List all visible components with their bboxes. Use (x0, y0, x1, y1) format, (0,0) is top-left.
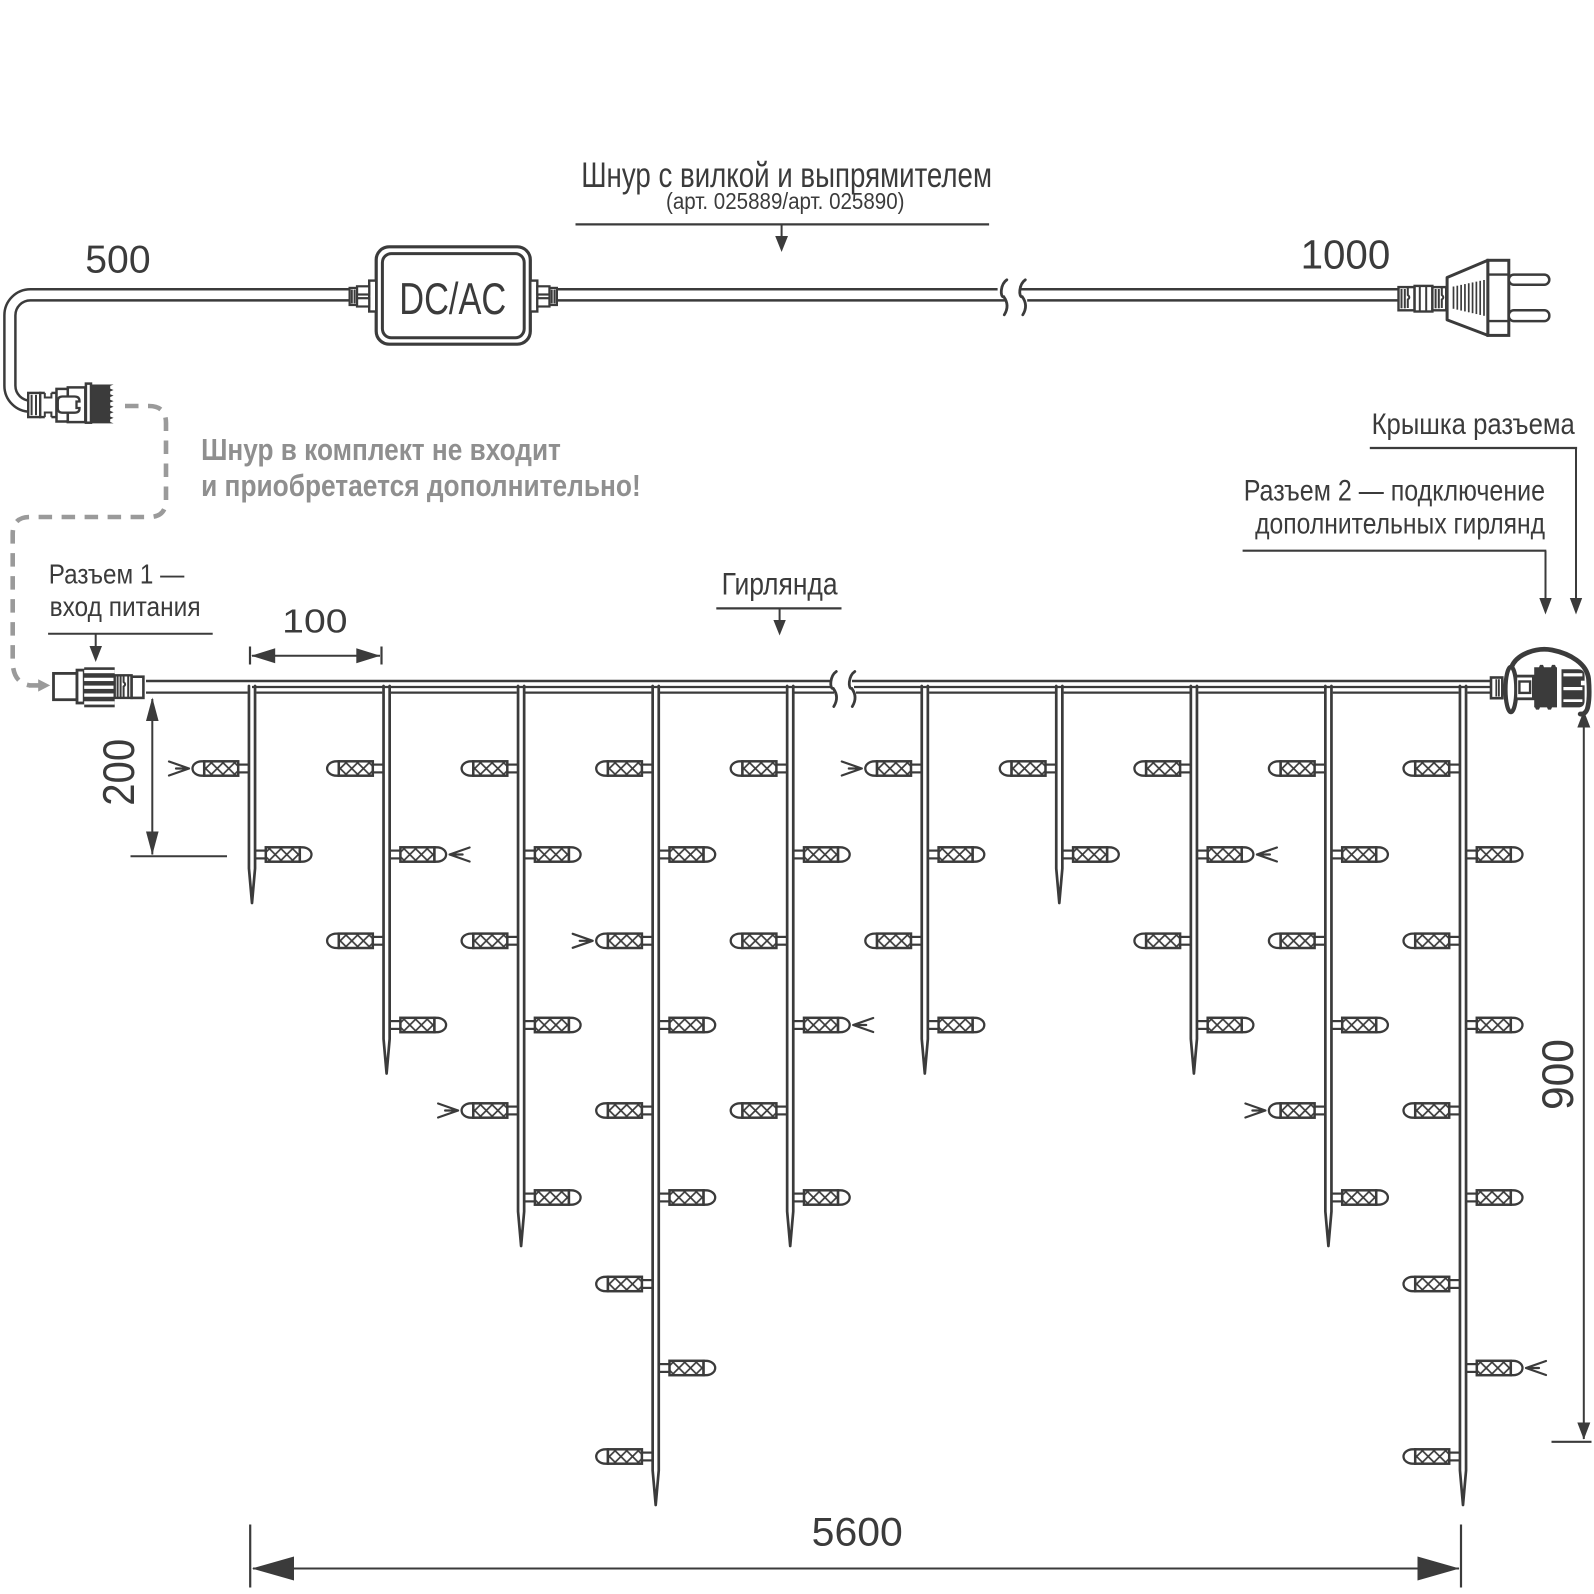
svg-text:Шнур с вилкой и выпрямителем: Шнур с вилкой и выпрямителем (581, 155, 992, 195)
svg-text:Гирлянда: Гирлянда (722, 565, 838, 601)
svg-text:и приобретается дополнительно!: и приобретается дополнительно! (201, 468, 641, 503)
svg-text:5600: 5600 (812, 1510, 903, 1554)
svg-text:Разъем 2 — подключение: Разъем 2 — подключение (1244, 475, 1545, 508)
svg-text:DC/AC: DC/AC (399, 275, 506, 324)
svg-text:Разъем 1 —: Разъем 1 — (49, 559, 185, 590)
svg-text:Крышка разъема: Крышка разъема (1372, 408, 1575, 441)
svg-text:1000: 1000 (1301, 232, 1391, 278)
svg-text:500: 500 (85, 239, 150, 282)
svg-text:вход питания: вход питания (50, 591, 201, 622)
svg-text:900: 900 (1534, 1039, 1583, 1110)
svg-text:200: 200 (95, 739, 144, 806)
svg-text:(арт. 025889/арт. 025890): (арт. 025889/арт. 025890) (666, 188, 905, 214)
svg-text:100: 100 (282, 602, 347, 639)
svg-text:дополнительных гирлянд: дополнительных гирлянд (1255, 508, 1545, 541)
svg-text:Шнур в комплект не входит: Шнур в комплект не входит (201, 432, 561, 467)
